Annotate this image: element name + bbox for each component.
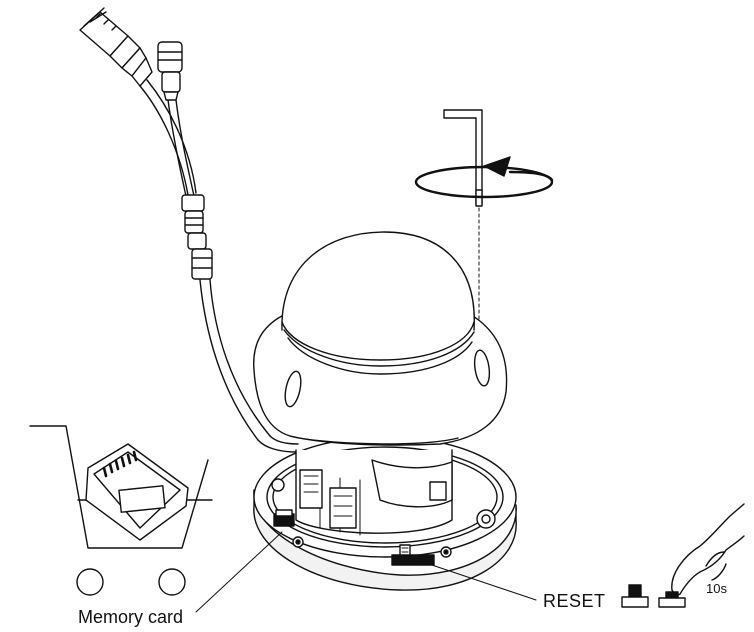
cable-joint [182,195,298,452]
memory-card-illustration [30,426,212,595]
reset-label: RESET [543,591,606,611]
memory-card-label: Memory card [78,607,184,627]
reset-button-released-icon [622,585,648,607]
reset-leader [420,561,536,600]
hold-time-label: 10s [706,581,727,596]
memory-card-leader [196,532,282,612]
network-cable [80,8,196,195]
finger-press-icon [672,504,744,595]
power-cable [158,42,194,196]
sd-card-slot [274,510,294,526]
reset-button [392,545,434,565]
reset-button-pressed-icon [659,592,685,607]
dome-camera [254,232,516,590]
rotate-arrow-icon [416,157,552,197]
